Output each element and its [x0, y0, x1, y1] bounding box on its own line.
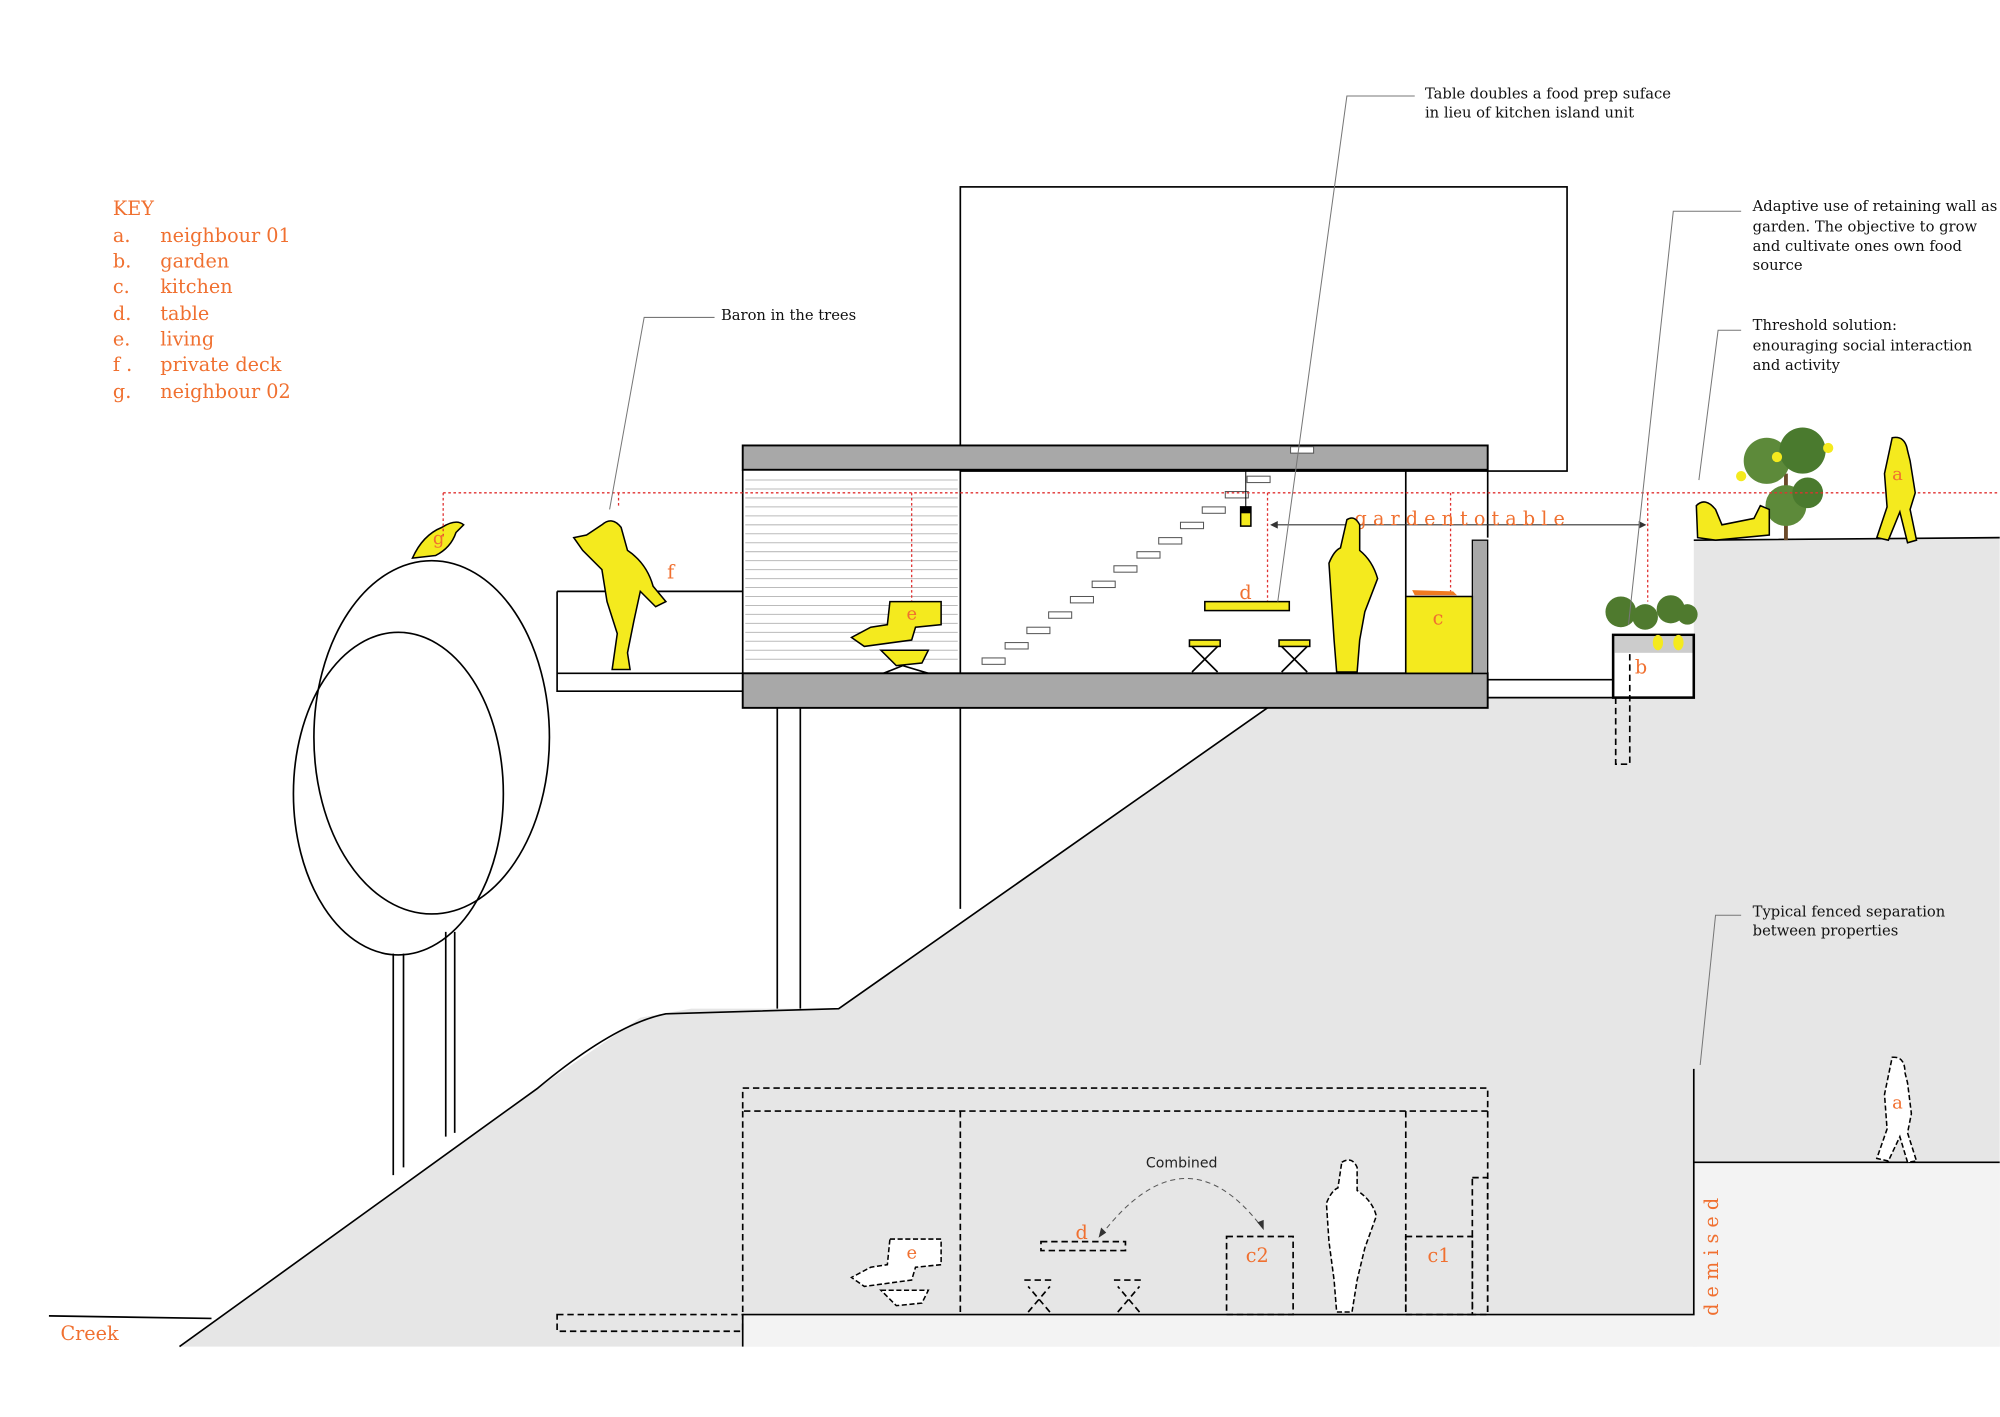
creek-line — [48, 1315, 212, 1320]
upper-block — [959, 186, 1568, 472]
building-walls — [741, 469, 1489, 674]
note-baron: Baron in the trees — [721, 307, 856, 324]
key-letter: f . — [113, 353, 132, 376]
bird-figure-g — [411, 521, 465, 560]
label-a: a — [1892, 464, 1903, 485]
key-letter: d. — [113, 302, 131, 325]
label-a-lower: a — [1892, 1093, 1903, 1114]
key-label: neighbour 02 — [160, 380, 290, 403]
pendant-light-cap — [1240, 506, 1251, 514]
planter-footing — [1614, 652, 1631, 766]
note-fence: Typical fenced separation — [1753, 904, 1946, 921]
label-e-lower: e — [907, 1242, 918, 1263]
key-label: garden — [160, 250, 229, 273]
note-retaining-wall: garden. The objective to grow — [1753, 219, 1978, 236]
key-letter: g. — [113, 380, 131, 403]
garden-to-table-label: g a r d e n t o t a b l e — [1355, 507, 1565, 530]
creek-label: Creek — [60, 1322, 119, 1345]
label-g: g — [433, 528, 444, 549]
support-columns — [776, 707, 962, 1009]
note-table: Table doubles a food prep suface — [1425, 86, 1671, 103]
stools — [1188, 639, 1311, 673]
label-b: b — [1635, 655, 1647, 678]
note-threshold: and activity — [1753, 357, 1841, 374]
hillside-outline — [179, 707, 1269, 1348]
note-retaining-wall: source — [1753, 257, 1803, 274]
key-label: table — [160, 302, 209, 325]
leader-table — [1277, 95, 1415, 602]
lounge-chair — [850, 600, 942, 667]
key-label: kitchen — [160, 275, 232, 298]
demised-label: d e m i s e d — [1700, 1198, 1723, 1316]
floor-slab — [741, 672, 1489, 709]
key-label: living — [160, 328, 214, 351]
leader-retaining-wall — [1627, 210, 1742, 625]
person-reading-f — [572, 520, 668, 671]
key-letter: e. — [113, 328, 130, 351]
combined-label: Combined — [1146, 1155, 1218, 1171]
key-title: KEY — [113, 197, 154, 220]
kitchen-counter — [1405, 595, 1474, 675]
louvres — [745, 479, 958, 660]
leader-fence — [1699, 914, 1742, 1066]
threshold-walkway — [1487, 678, 1614, 699]
key-letter: a. — [113, 224, 131, 247]
stair-treads — [981, 446, 1315, 665]
note-retaining-wall: and cultivate ones own food — [1753, 238, 1962, 255]
leader-baron — [609, 316, 715, 510]
ground-lines — [742, 536, 2000, 1316]
note-threshold: enouraging social interaction — [1753, 338, 1973, 355]
note-threshold: Threshold solution: — [1753, 317, 1897, 334]
carrot-icon — [1412, 590, 1457, 596]
lemon-tree-icon — [1736, 427, 1834, 541]
person-lying-a — [1695, 501, 1771, 541]
lounge-chair-base — [883, 664, 929, 675]
roof-slab — [741, 444, 1489, 471]
label-e: e — [907, 604, 918, 625]
label-c2: c2 — [1246, 1244, 1269, 1267]
key-label: private deck — [160, 353, 281, 376]
label-c: c — [1433, 607, 1444, 630]
note-table: in lieu of kitchen island unit — [1425, 105, 1634, 122]
key-letter: b. — [113, 250, 131, 273]
vegetables-icon — [1605, 595, 1698, 651]
woman-figure — [1328, 517, 1379, 673]
hillside-ground — [179, 537, 2000, 1347]
label-d: d — [1239, 581, 1251, 604]
label-d-lower: d — [1076, 1221, 1088, 1244]
neighbour-lower-ground — [1693, 1162, 2000, 1347]
note-retaining-wall: Adaptive use of retaining wall as — [1752, 198, 1998, 215]
lower-floor-ground — [742, 1314, 1697, 1347]
sightlines — [442, 492, 2000, 602]
note-fence: between properties — [1753, 923, 1899, 940]
key-letter: c. — [113, 275, 130, 298]
label-f: f — [667, 561, 676, 584]
leader-threshold — [1698, 329, 1742, 481]
label-c1: c1 — [1428, 1244, 1451, 1267]
private-deck — [556, 590, 743, 693]
tree — [292, 559, 551, 1176]
dining-table — [1204, 600, 1291, 612]
key-label: neighbour 01 — [160, 224, 290, 247]
person-walking-a — [1875, 436, 1918, 544]
lower-dwelling — [556, 1056, 1918, 1347]
kitchen-wall — [1471, 539, 1489, 674]
key-legend: KEY a. neighbour 01 b. garden c. kitchen d.… — [113, 197, 291, 403]
